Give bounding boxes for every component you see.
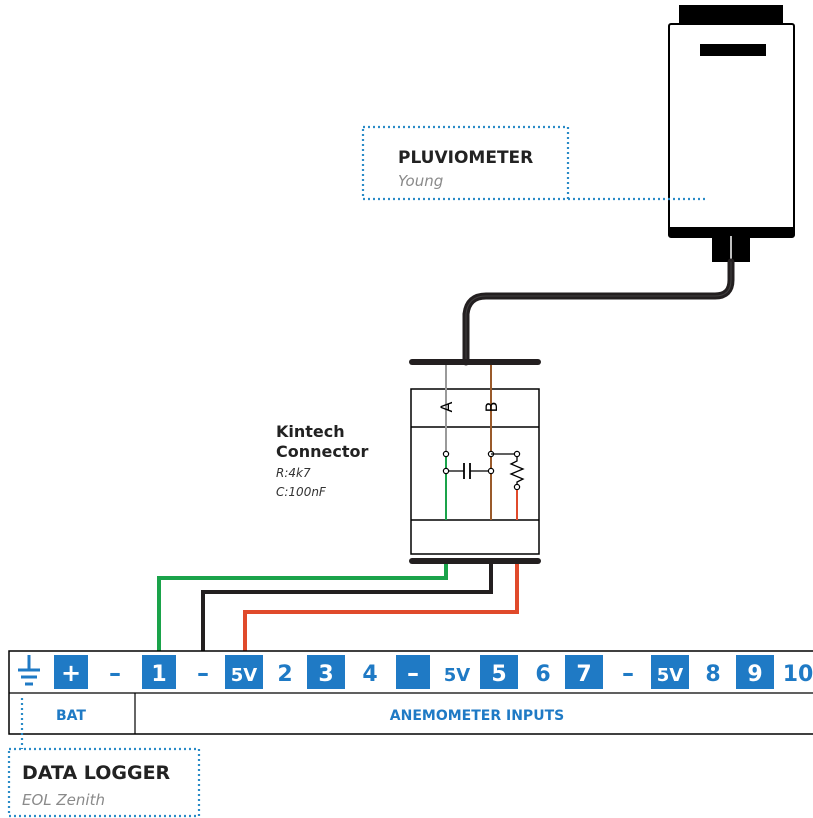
terminal-label-9: – <box>407 659 419 687</box>
terminal-label-8: 4 <box>362 662 377 687</box>
terminal-label-17: 9 <box>747 662 762 687</box>
terminal-label-2: – <box>109 659 121 687</box>
kintech-connector: A B <box>409 359 541 564</box>
wire-red <box>243 564 519 651</box>
terminal-box-3 <box>142 655 176 689</box>
resistor-icon <box>509 456 525 486</box>
terminal-label-1: + <box>61 659 81 687</box>
pluviometer-sensor <box>668 5 795 262</box>
terminal-box-9 <box>396 655 430 689</box>
terminal-label-15: 5V <box>657 665 684 686</box>
terminal-box-13 <box>565 655 603 689</box>
terminal-box-1 <box>54 655 88 689</box>
connector-pin-a: A <box>437 401 456 412</box>
terminal-box-5 <box>225 655 263 689</box>
connector-pin-b: B <box>482 402 501 413</box>
wire-black <box>201 564 493 651</box>
data-logger-label: DATA LOGGER EOL Zenith <box>7 698 201 818</box>
data-logger-title: DATA LOGGER <box>22 762 171 784</box>
terminal-label-3: 1 <box>151 662 166 687</box>
terminal-label-18: 10 <box>783 662 813 687</box>
wire-green <box>157 564 448 651</box>
terminal-label-16: 8 <box>705 662 720 687</box>
group-anemometer-label: ANEMOMETER INPUTS <box>390 708 564 724</box>
connector-title-line2: Connector <box>276 442 368 461</box>
terminal-label-4: – <box>197 659 209 687</box>
terminal-label-6: 2 <box>277 662 292 687</box>
capacitor-icon <box>442 463 495 479</box>
terminal-label-5: 5V <box>231 665 258 686</box>
connector-title-line1: Kintech <box>276 422 345 441</box>
pluviometer-subtitle: Young <box>398 172 443 190</box>
connector-label: Kintech Connector R:4k7 C:100nF <box>276 422 368 499</box>
terminal-box-11 <box>480 655 518 689</box>
sensor-cable <box>462 258 735 366</box>
group-bat-label: BAT <box>56 708 86 724</box>
terminal-box-15 <box>651 655 689 689</box>
terminal-box-7 <box>307 655 345 689</box>
connector-capacitance: C:100nF <box>276 485 327 499</box>
ground-icon <box>18 655 40 686</box>
pluviometer-title: PLUVIOMETER <box>398 148 533 168</box>
pluviometer-label: PLUVIOMETER Young <box>361 125 706 201</box>
terminal-box-17 <box>736 655 774 689</box>
terminal-label-14: – <box>622 659 634 687</box>
terminal-label-12: 6 <box>535 662 550 687</box>
terminal-label-7: 3 <box>318 662 333 687</box>
terminal-label-10: 5V <box>444 665 471 686</box>
data-logger-subtitle: EOL Zenith <box>22 791 105 809</box>
connector-resistance: R:4k7 <box>276 466 311 480</box>
terminal-label-13: 7 <box>576 662 591 687</box>
terminal-label-11: 5 <box>491 662 506 687</box>
